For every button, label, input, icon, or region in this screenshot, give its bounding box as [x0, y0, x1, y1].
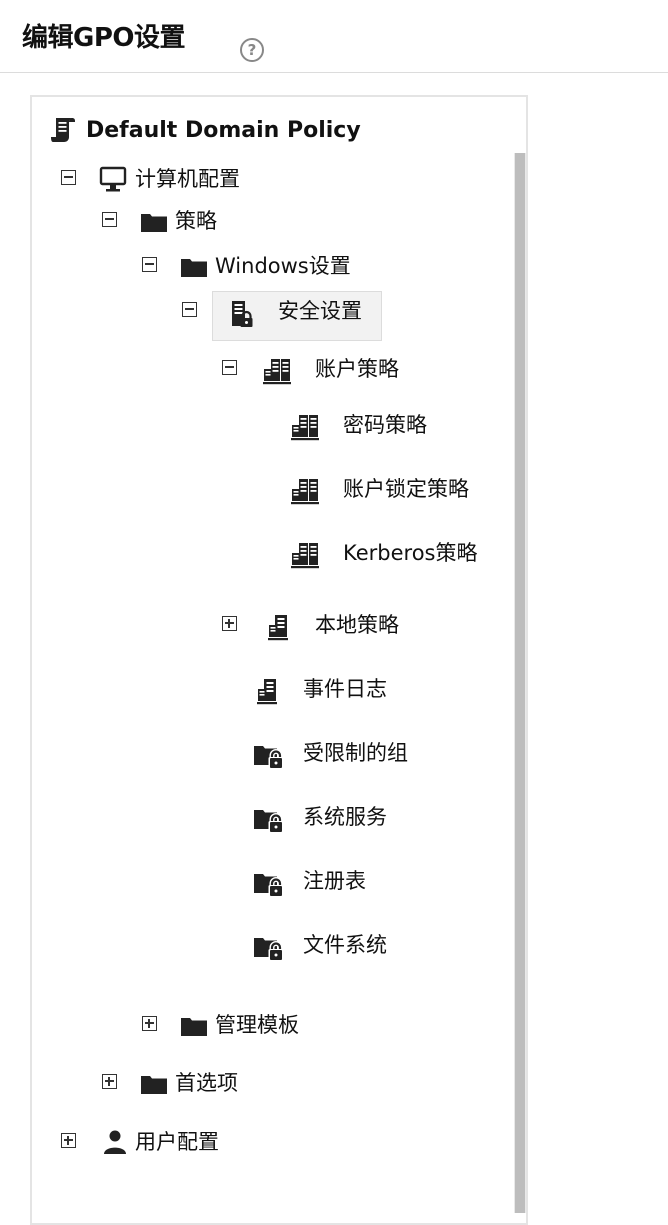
folder-icon: [139, 206, 169, 236]
tree-node-preferences[interactable]: 首选项: [102, 1066, 302, 1100]
tree-node-label: 首选项: [175, 1071, 238, 1095]
tree-root-default-domain-policy[interactable]: Default Domain Policy: [48, 113, 361, 147]
collapse-toggle[interactable]: [142, 257, 157, 272]
expand-toggle[interactable]: [222, 616, 237, 631]
servers-icon: [290, 476, 320, 506]
tree-root-label: Default Domain Policy: [86, 117, 361, 143]
locked-folder-icon: [253, 932, 283, 962]
tree-node-label: 系统服务: [303, 805, 387, 829]
folder-icon: [139, 1068, 169, 1098]
expand-toggle[interactable]: [142, 1016, 157, 1031]
tree-node-label: 受限制的组: [303, 741, 408, 765]
page-title: 编辑GPO设置: [22, 23, 186, 53]
locked-folder-icon: [253, 868, 283, 898]
tree-node-label: Kerberos策略: [343, 541, 478, 565]
collapse-toggle[interactable]: [102, 212, 117, 227]
server-icon: [253, 676, 283, 706]
tree-node-label: 文件系统: [303, 933, 387, 957]
help-icon[interactable]: ?: [240, 38, 264, 62]
tree-node-label: 管理模板: [215, 1013, 299, 1037]
tree-node-label: 用户配置: [135, 1130, 219, 1154]
expand-toggle[interactable]: [102, 1074, 117, 1089]
tree-node-kerberos-policy[interactable]: Kerberos策略: [290, 536, 500, 570]
collapse-toggle[interactable]: [182, 302, 197, 317]
computer-icon: [98, 164, 128, 194]
policy-scroll-icon: [48, 115, 78, 145]
tree-node-windows-settings[interactable]: Windows设置: [142, 249, 402, 283]
tree-node-label: 本地策略: [315, 613, 399, 637]
folder-icon: [179, 1010, 209, 1040]
tree-node-account-policies[interactable]: 账户策略: [222, 352, 422, 386]
tree-node-account-lockout-policy[interactable]: 账户锁定策略: [290, 472, 490, 506]
tree-node-computer-config[interactable]: 计算机配置: [61, 162, 361, 196]
tree-node-label: Windows设置: [215, 254, 351, 278]
tree-node-label: 密码策略: [343, 413, 427, 437]
servers-icon: [290, 412, 320, 442]
tree-node-label: 计算机配置: [135, 167, 240, 191]
tree-node-label: 账户策略: [315, 357, 399, 381]
scrollbar-thumb[interactable]: [515, 153, 525, 1213]
user-icon: [100, 1127, 130, 1157]
expand-toggle[interactable]: [61, 1133, 76, 1148]
locked-folder-icon: [253, 804, 283, 834]
security-server-icon: [227, 299, 257, 329]
tree-node-label: 注册表: [303, 869, 366, 893]
tree-node-event-log[interactable]: 事件日志: [253, 672, 433, 706]
tree-node-password-policy[interactable]: 密码策略: [290, 408, 470, 442]
tree-node-policies[interactable]: 策略: [102, 204, 302, 238]
tree-node-file-system[interactable]: 文件系统: [253, 928, 433, 962]
locked-folder-icon: [253, 740, 283, 770]
collapse-toggle[interactable]: [61, 170, 76, 185]
tree-node-administrative-templates[interactable]: 管理模板: [142, 1008, 362, 1042]
header-bar: 编辑GPO设置 ?: [0, 0, 668, 73]
tree-node-label: 账户锁定策略: [343, 477, 469, 501]
tree-node-user-config[interactable]: 用户配置: [61, 1125, 281, 1159]
tree-node-security-settings[interactable]: 安全设置: [182, 294, 382, 328]
tree-node-system-services[interactable]: 系统服务: [253, 800, 433, 834]
server-icon: [264, 612, 294, 642]
collapse-toggle[interactable]: [222, 360, 237, 375]
tree-node-registry[interactable]: 注册表: [253, 864, 433, 898]
tree-node-restricted-groups[interactable]: 受限制的组: [253, 736, 433, 770]
folder-icon: [179, 251, 209, 281]
tree-node-label: 安全设置: [278, 299, 362, 323]
servers-icon: [262, 356, 292, 386]
tree-node-local-policies[interactable]: 本地策略: [222, 608, 422, 642]
tree-node-label: 策略: [175, 209, 217, 233]
servers-icon: [290, 540, 320, 570]
policy-tree-panel: [30, 95, 528, 1225]
tree-node-label: 事件日志: [303, 677, 387, 701]
